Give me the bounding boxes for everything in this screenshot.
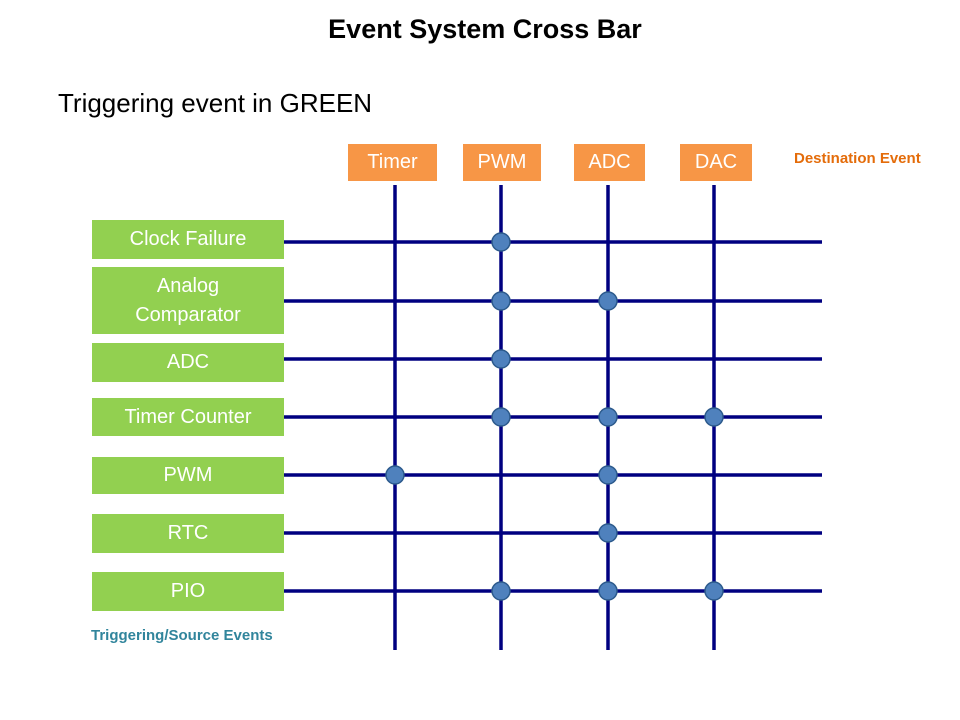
- connection-dot-pio-to-pwm: [491, 581, 511, 601]
- destination-event-caption: Destination Event: [794, 150, 921, 167]
- source-box-timer-counter: Timer Counter: [92, 398, 284, 436]
- source-box-analog-comparator: Analog Comparator: [92, 267, 284, 334]
- source-box-pwm: PWM: [92, 457, 284, 494]
- connection-dot-analog-comparator-to-pwm: [491, 291, 511, 311]
- destination-box-adc: ADC: [574, 144, 645, 181]
- connection-dot-pwm-to-timer: [385, 465, 405, 485]
- connection-dot-adc-to-pwm: [491, 349, 511, 369]
- source-box-clock-failure: Clock Failure: [92, 220, 284, 259]
- connection-dot-timer-counter-to-dac: [704, 407, 724, 427]
- destination-box-pwm: PWM: [463, 144, 541, 181]
- connection-dot-pwm-to-adc: [598, 465, 618, 485]
- source-box-rtc: RTC: [92, 514, 284, 553]
- source-box-adc: ADC: [92, 343, 284, 382]
- connection-dots: [385, 232, 724, 601]
- source-box-pio: PIO: [92, 572, 284, 611]
- slide-subtitle: Triggering event in GREEN: [58, 88, 373, 118]
- slide-title: Event System Cross Bar: [328, 14, 642, 44]
- source-event-caption: Triggering/Source Events: [91, 627, 273, 644]
- connection-dot-analog-comparator-to-adc: [598, 291, 618, 311]
- connection-dot-timer-counter-to-pwm: [491, 407, 511, 427]
- connection-dot-clock-failure-to-pwm: [491, 232, 511, 252]
- destination-box-timer: Timer: [348, 144, 437, 181]
- connection-dot-pio-to-adc: [598, 581, 618, 601]
- connection-dot-rtc-to-adc: [598, 523, 618, 543]
- connection-dot-pio-to-dac: [704, 581, 724, 601]
- connection-dot-timer-counter-to-adc: [598, 407, 618, 427]
- destination-box-dac: DAC: [680, 144, 752, 181]
- source-bus-lines: [284, 240, 822, 593]
